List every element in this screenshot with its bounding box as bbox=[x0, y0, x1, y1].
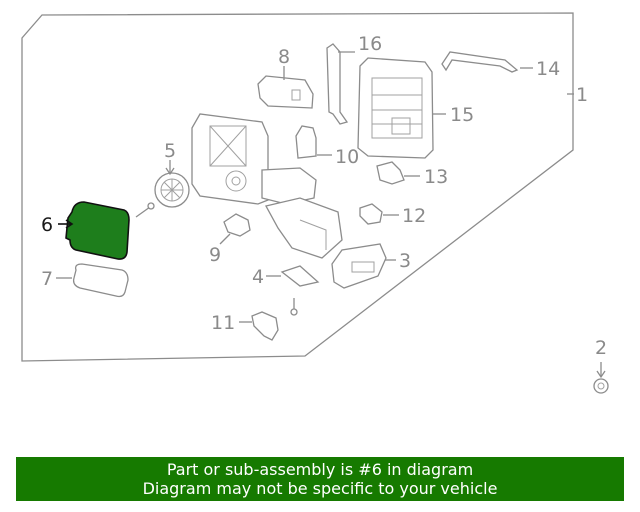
info-banner: Part or sub-assembly is #6 in diagram Di… bbox=[16, 457, 624, 501]
callout-2: 2 bbox=[595, 337, 607, 359]
callout-7: 7 bbox=[41, 268, 53, 290]
callout-12: 12 bbox=[402, 205, 426, 227]
callout-3: 3 bbox=[399, 250, 411, 272]
part-11-connector[interactable] bbox=[239, 311, 279, 341]
assembly-boundary bbox=[21, 12, 574, 362]
part-7-lens[interactable] bbox=[56, 263, 129, 298]
part-13-clip[interactable] bbox=[376, 161, 420, 185]
part-2-nut[interactable] bbox=[593, 362, 609, 394]
callout-8: 8 bbox=[278, 46, 290, 68]
callout-10: 10 bbox=[335, 146, 359, 168]
part-10-connector[interactable] bbox=[295, 125, 332, 159]
part-8-clip[interactable] bbox=[257, 66, 314, 109]
part-16-bracket[interactable] bbox=[326, 43, 355, 125]
part-12-clip[interactable] bbox=[359, 203, 399, 225]
screw bbox=[290, 298, 298, 316]
callout-5: 5 bbox=[164, 140, 176, 162]
part-5-motor[interactable] bbox=[154, 160, 190, 208]
callout-14: 14 bbox=[536, 58, 560, 80]
callout-16: 16 bbox=[358, 33, 382, 55]
callout-15: 15 bbox=[450, 104, 474, 126]
screw bbox=[135, 202, 155, 218]
banner-line-1: Part or sub-assembly is #6 in diagram bbox=[166, 460, 474, 479]
callout-11: 11 bbox=[211, 312, 235, 334]
part-9-clip[interactable] bbox=[219, 213, 251, 245]
callout-9: 9 bbox=[209, 244, 221, 266]
part-6-mirror-glass[interactable] bbox=[58, 201, 130, 260]
part-15-housing[interactable] bbox=[357, 57, 446, 159]
callout-13: 13 bbox=[424, 166, 448, 188]
callout-1: 1 bbox=[576, 84, 588, 106]
callout-4: 4 bbox=[252, 266, 264, 288]
part-4-cover[interactable] bbox=[266, 265, 320, 287]
main-mirror-housing bbox=[191, 113, 343, 259]
callout-6: 6 bbox=[41, 214, 53, 236]
part-3-lamp[interactable] bbox=[331, 243, 396, 289]
banner-line-2: Diagram may not be specific to your vehi… bbox=[142, 479, 498, 498]
part-14-cover-strip[interactable] bbox=[441, 51, 533, 73]
